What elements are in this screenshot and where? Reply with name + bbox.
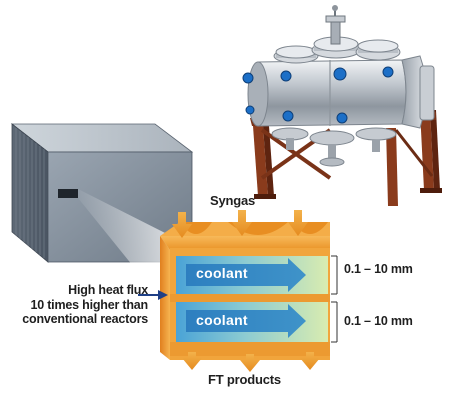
channel-gap-label-2: 0.1 – 10 mm [344, 314, 413, 328]
heat-flux-line-3: conventional reactors [22, 312, 148, 326]
syngas-arrow-2 [232, 210, 252, 236]
channel-gap-label-1: 0.1 – 10 mm [344, 262, 413, 276]
product-arrow-2 [240, 354, 260, 372]
syngas-arrow-3 [288, 210, 308, 236]
zoom-highlight [78, 189, 175, 318]
block-channel-opening [58, 189, 78, 198]
heat-flux-pointer [138, 290, 168, 300]
dimension-brackets [331, 255, 338, 343]
block-layer-lines [15, 128, 45, 258]
coolant-label-1: coolant [196, 265, 248, 281]
heat-flux-label: High heat flux 10 times higher than conv… [8, 283, 148, 327]
coolant-arrow-2 [186, 304, 306, 338]
heat-flux-line-2: 10 times higher than [30, 297, 148, 312]
coolant-arrow-1 [186, 258, 306, 292]
product-arrow-3 [300, 352, 320, 370]
syngas-arrows [172, 210, 308, 238]
reactor-top-flanges [273, 5, 401, 64]
syngas-label: Syngas [210, 193, 256, 208]
reactor-bottom-flanges [271, 127, 397, 167]
heat-flux-line-1: High heat flux [68, 283, 148, 297]
ft-products-label: FT products [208, 372, 281, 387]
product-arrows [182, 352, 320, 372]
reactor-vessel-illustration [242, 5, 442, 206]
reactor-blue-nozzles [242, 66, 394, 124]
syngas-arrow-1 [172, 212, 192, 238]
channel-detail-block [160, 222, 330, 360]
coolant-label-2: coolant [196, 312, 248, 328]
microchannel-block-illustration [10, 123, 194, 318]
product-arrow-1 [182, 352, 202, 370]
